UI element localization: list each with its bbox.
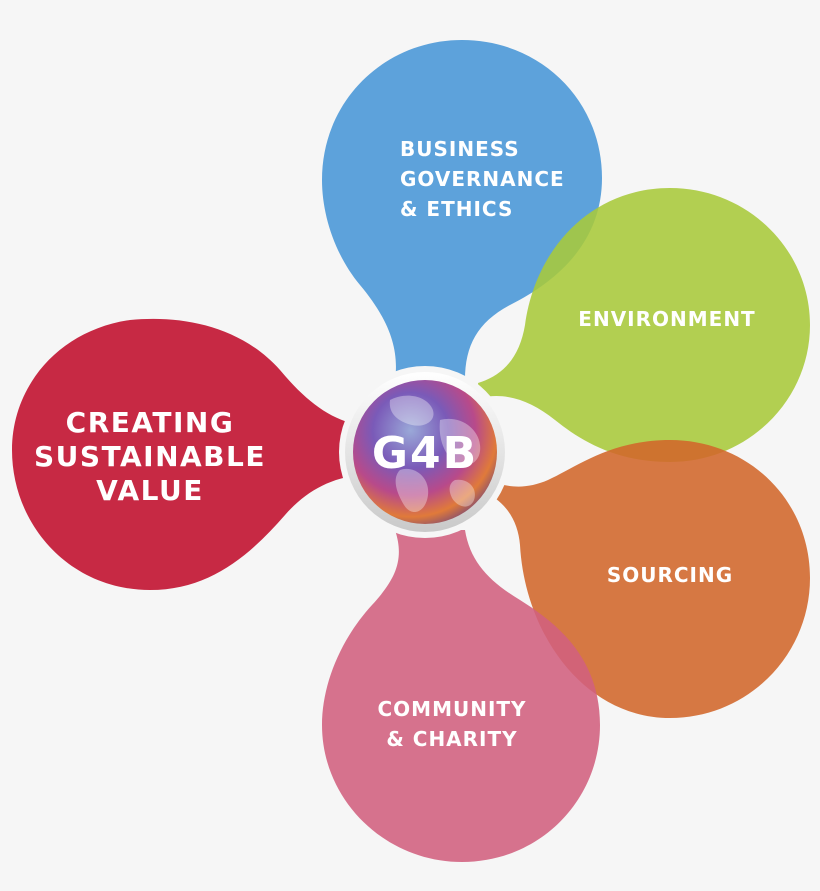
petal-label: BUSINESS GOVERNANCE & ETHICS	[400, 137, 565, 221]
globe-icon	[353, 380, 497, 524]
center-globe: G4B	[339, 366, 511, 538]
petal-label: ENVIRONMENT	[578, 307, 755, 331]
continent-shapes	[389, 395, 481, 513]
petal-label: SOURCING	[607, 563, 733, 587]
petal-label-line: BUSINESS	[400, 137, 520, 161]
petal-shape	[478, 188, 810, 462]
petal-shape	[12, 318, 360, 590]
petal-business-governance-ethics: BUSINESS GOVERNANCE & ETHICS	[322, 40, 602, 380]
petal-label-line: SOURCING	[607, 563, 733, 587]
petal-shape	[322, 530, 600, 862]
petal-label-line: SUSTAINABLE	[34, 440, 266, 473]
petal-label-line: GOVERNANCE	[400, 167, 565, 191]
petal-community-charity: COMMUNITY & CHARITY	[322, 530, 600, 862]
petal-label: COMMUNITY & CHARITY	[377, 697, 526, 751]
center-label: G4B	[372, 428, 478, 479]
petal-label-line: & ETHICS	[400, 197, 513, 221]
petal-shape	[322, 40, 602, 380]
petal-label-line: & CHARITY	[386, 727, 517, 751]
petal-label-line: ENVIRONMENT	[578, 307, 755, 331]
petal-label-line: VALUE	[96, 474, 204, 507]
petal-label-line: CREATING	[66, 406, 235, 439]
petal-environment: ENVIRONMENT	[478, 188, 810, 462]
petal-label-line: COMMUNITY	[377, 697, 526, 721]
